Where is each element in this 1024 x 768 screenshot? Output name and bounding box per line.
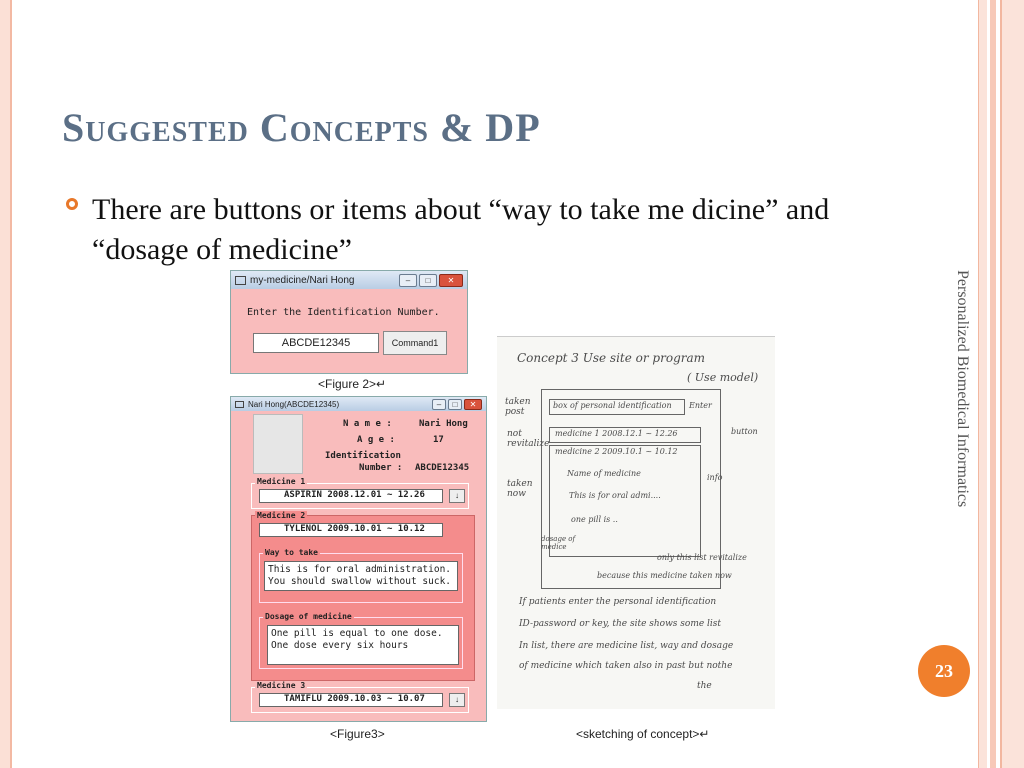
figure2-window: my-medicine/Nari Hong – □ ✕ Enter the Id…: [230, 270, 468, 374]
sketch-heading-2: ( Use model): [687, 371, 759, 384]
minimize-icon[interactable]: –: [399, 274, 417, 287]
minimize-icon[interactable]: –: [432, 399, 446, 410]
slide-title: Suggested Concepts & DP: [62, 105, 541, 150]
sketch-para-1: If patients enter the personal identific…: [519, 597, 717, 607]
maximize-icon[interactable]: □: [419, 274, 437, 287]
way-to-take-group: [259, 553, 463, 603]
medicine3-group: [251, 687, 469, 713]
sketch-row-3: medicine 2 2009.10.1 ~ 10.12: [555, 447, 678, 456]
close-icon[interactable]: ✕: [439, 274, 463, 287]
sketch-row-3-box: [549, 445, 701, 557]
note-only-list: only this list revitalize: [657, 553, 747, 562]
note-not-revitalize: not revitalize: [507, 429, 550, 449]
name-value: Nari Hong: [419, 419, 468, 429]
id-label-line1: Identification: [325, 451, 401, 461]
right-border-decoration: [978, 0, 1024, 768]
medicine3-label: Medicine 3: [255, 681, 308, 690]
dosage-textbox[interactable]: One pill is equal to one dose. One dose …: [267, 625, 459, 665]
sketch-row-5: This is for oral admi....: [569, 491, 661, 500]
patient-photo: [253, 414, 303, 474]
medicine3-field[interactable]: TAMIFLU 2009.10.03 ~ 10.07: [259, 693, 443, 707]
way-text-line2: You should swallow without suck.: [268, 576, 452, 587]
dosage-text-line2: One dose every six hours: [271, 640, 409, 651]
sketch-row-2: medicine 1 2008.12.1 ~ 12.26: [555, 429, 678, 438]
sketch-para-4: of medicine which taken also in past but…: [519, 661, 733, 671]
way-to-take-label: Way to take: [263, 548, 320, 557]
way-text-line1: This is for oral administration.: [268, 564, 452, 575]
medicine3-dropdown-icon[interactable]: ↓: [449, 693, 465, 707]
window-icon: [235, 400, 244, 408]
note-taken-now: taken now: [507, 479, 533, 499]
note-dosage: dosage of medice: [541, 535, 576, 551]
sketch-outer-box: [541, 389, 721, 589]
note-because: because this medicine taken now: [597, 571, 732, 580]
sketch-row-1-box: [549, 399, 685, 415]
id-prompt: Enter the Identification Number.: [247, 307, 440, 318]
sketch-row-4: Name of medicine: [567, 469, 641, 478]
concept-sketch: Concept 3 Use site or program ( Use mode…: [497, 336, 775, 709]
bullet-text: There are buttons or items about “way to…: [92, 193, 830, 266]
sketch-para-3: In list, there are medicine list, way an…: [519, 641, 734, 651]
figure3-window: Nari Hong(ABCDE12345) – □ ✕ N a m e : Na…: [230, 396, 487, 722]
note-info: info: [707, 473, 723, 482]
page-number-badge: 23: [918, 645, 970, 697]
figure2-titlebar: my-medicine/Nari Hong – □ ✕: [231, 271, 467, 289]
bullet-icon: [66, 198, 78, 210]
sketch-row-6: one pill is ..: [571, 515, 618, 524]
command1-button[interactable]: Command1: [383, 331, 447, 355]
note-button: button: [731, 427, 758, 436]
figure2-caption: <Figure 2>↵: [318, 377, 387, 391]
medicine1-label: Medicine 1: [255, 477, 308, 486]
id-label-line2: Number :: [359, 463, 403, 473]
figure2-window-title: my-medicine/Nari Hong: [250, 274, 355, 286]
medicine2-field[interactable]: TYLENOL 2009.10.01 ~ 10.12: [259, 523, 443, 537]
figure3-titlebar: Nari Hong(ABCDE12345) – □ ✕: [231, 397, 486, 411]
name-label: N a m e :: [343, 419, 392, 429]
medicine1-field[interactable]: ASPIRIN 2008.12.01 ~ 12.26: [259, 489, 443, 503]
sketch-para-2: ID-password or key, the site shows some …: [519, 619, 722, 629]
id-input[interactable]: ABCDE12345: [253, 333, 379, 353]
window-icon: [235, 275, 246, 285]
id-value: ABCDE12345: [415, 463, 470, 473]
close-icon[interactable]: ✕: [464, 399, 482, 410]
age-label: A g e :: [357, 435, 395, 445]
way-to-take-textbox[interactable]: This is for oral administration. You sho…: [264, 561, 458, 591]
sketch-para-5: the: [697, 681, 712, 691]
left-border-decoration: [0, 0, 12, 768]
figure3-window-title: Nari Hong(ABCDE12345): [248, 399, 340, 409]
medicine2-label: Medicine 2: [255, 511, 308, 520]
sketch-row-1-button: Enter: [689, 401, 712, 410]
dosage-text-line1: One pill is equal to one dose.: [271, 628, 443, 639]
dosage-label: Dosage of medicine: [263, 612, 354, 621]
dosage-group: [259, 617, 463, 669]
maximize-icon[interactable]: □: [448, 399, 462, 410]
side-label: Personalized Biomedical Informatics: [954, 270, 971, 508]
sketch-heading-1: Concept 3 Use site or program: [517, 351, 706, 365]
medicine1-dropdown-icon[interactable]: ↓: [449, 489, 465, 503]
figure3-caption: <Figure3>: [330, 727, 385, 741]
sketch-row-1: box of personal identification: [553, 401, 672, 410]
sketch-caption: <sketching of concept>↵: [576, 727, 710, 741]
medicine1-group: [251, 483, 469, 509]
age-value: 17: [433, 435, 444, 445]
note-taken-post: taken post: [505, 397, 531, 417]
sketch-row-2-box: [549, 427, 701, 443]
